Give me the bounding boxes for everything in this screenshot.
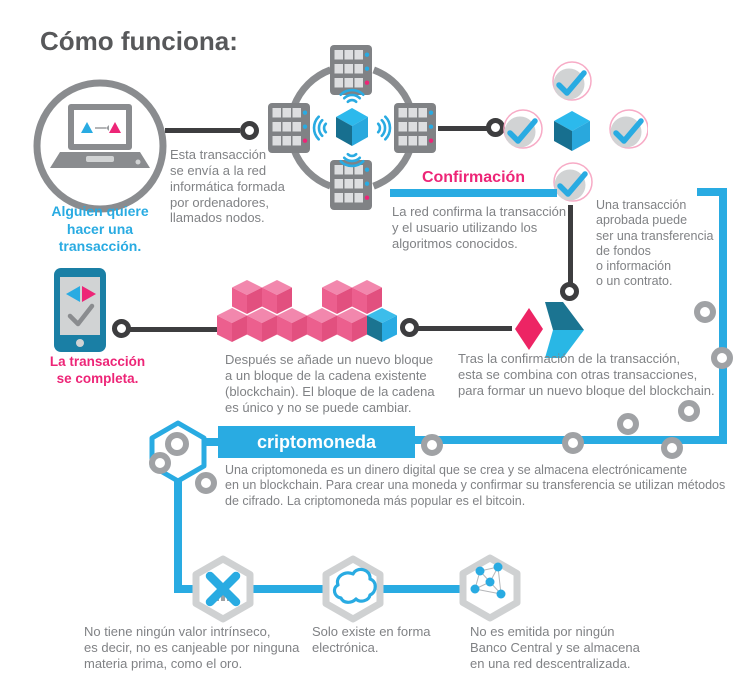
check-icon <box>553 62 591 100</box>
complete-label: La transacción se completa. <box>49 354 146 386</box>
path-node-ring <box>711 347 733 369</box>
connector-line <box>568 205 573 285</box>
phone-home-button <box>76 339 84 347</box>
connector-ring <box>400 318 419 337</box>
approved-cube-icon <box>554 111 590 151</box>
confirmation-title: Confirmación <box>421 169 526 186</box>
fact-text: Solo existe en forma electrónica. <box>312 624 431 655</box>
fact-text: No es emitida por ningún Banco Central y… <box>470 624 640 671</box>
connector-ring <box>486 118 505 137</box>
path-node-ring <box>149 452 171 474</box>
path-node-ring <box>617 413 639 435</box>
check-icon <box>610 110 648 148</box>
new-block-text: Después se añade un nuevo bloque a un bl… <box>225 352 435 415</box>
send-triangle-pink <box>109 122 121 133</box>
check-icon <box>504 110 542 148</box>
decentralized-network-icon <box>459 554 521 622</box>
node-network-icon <box>268 45 436 210</box>
crypto-banner: criptomoneda <box>218 426 415 458</box>
connector-line <box>438 126 488 131</box>
phone-icon <box>54 268 106 352</box>
no-intrinsic-value-icon <box>192 555 254 623</box>
send-triangle-cyan <box>81 122 93 133</box>
phone-triangle-pink <box>82 286 96 302</box>
coin-ring <box>165 432 189 456</box>
confirmation-underline <box>390 189 557 197</box>
path-node-ring <box>195 472 217 494</box>
server-icon <box>394 103 436 153</box>
path-node-ring <box>661 437 683 459</box>
server-icon <box>330 45 372 95</box>
crypto-description: Una criptomoneda es un dinero digital qu… <box>225 463 726 508</box>
transaction-cube-icon <box>336 108 368 146</box>
path-node-ring <box>694 301 716 323</box>
path-node-ring <box>421 434 443 456</box>
fact-text: No tiene ningún valor intrínseco, es dec… <box>84 624 300 671</box>
connector-line <box>165 128 240 133</box>
path-node-ring <box>678 400 700 422</box>
new-block-cube <box>367 308 397 342</box>
wifi-icon <box>312 115 328 141</box>
connector-line <box>130 327 224 332</box>
send-text: Esta transacción se envía a la red infor… <box>170 147 285 226</box>
wifi-icon <box>376 115 392 141</box>
electronic-cloud-icon <box>322 555 384 623</box>
diamond-shape <box>515 308 543 350</box>
flow-path-left-segment <box>174 477 182 593</box>
connector-line <box>418 326 512 331</box>
connector-ring <box>560 282 579 301</box>
flow-path-right-segment <box>719 188 727 444</box>
confirmation-checks-icon <box>496 58 648 210</box>
phone-triangle-cyan <box>66 286 80 302</box>
server-icon <box>330 160 372 210</box>
check-icon <box>554 163 592 201</box>
page-title: Cómo funciona: <box>40 26 238 56</box>
flow-path-top-segment <box>697 188 727 196</box>
blockchain-cubes-icon <box>217 280 397 342</box>
approved-text: Una transacción aprobada puede ser una t… <box>596 198 714 289</box>
path-node-ring <box>562 432 584 454</box>
connector-ring <box>240 121 259 140</box>
phone-check-icon <box>67 303 95 327</box>
start-label: Alguien quiere hacer una transacción. <box>51 203 149 254</box>
connector-ring <box>112 319 131 338</box>
flow-path-banner-connector <box>200 438 220 446</box>
combine-text: Tras la confirmación de la transacción, … <box>458 351 715 398</box>
server-icon <box>268 103 310 153</box>
user-computer-icon <box>33 79 167 213</box>
confirmation-text: La red confirma la transacción y el usua… <box>392 204 567 251</box>
merge-transactions-icon <box>515 302 584 358</box>
